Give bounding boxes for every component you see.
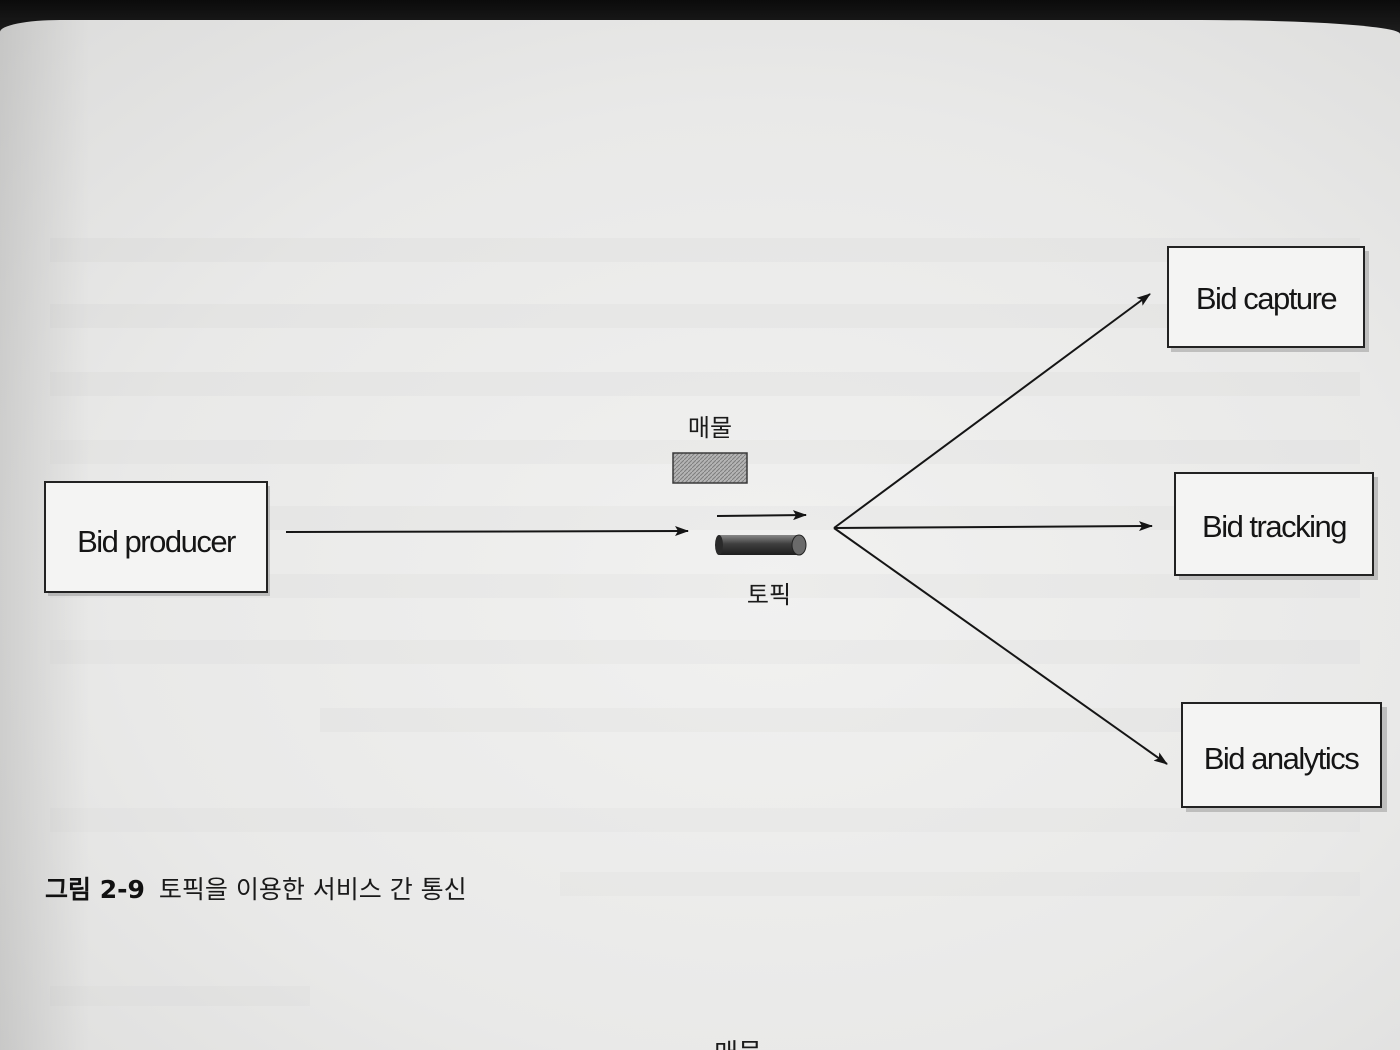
caption-number: 그림 2-9 xyxy=(45,875,145,904)
consumer-box-tracking: Bid tracking xyxy=(1174,472,1378,580)
producer-label: Bid producer xyxy=(77,524,236,559)
topic-cylinder xyxy=(715,534,807,556)
topic-to-capture-arrow xyxy=(833,293,1151,529)
topic-flow-arrow xyxy=(716,510,807,521)
figure-caption: 그림 2-9 토픽을 이용한 서비스 간 통신 xyxy=(45,875,467,904)
consumer-label-capture: Bid capture xyxy=(1196,281,1337,316)
producer-box: Bid producer xyxy=(44,481,270,596)
consumer-label-analytics: Bid analytics xyxy=(1204,741,1360,776)
svg-text:그림 2-9 토픽을 이용한 서비스 간 통: 그림 2-9 토픽을 이용한 서비스 간 통신 xyxy=(45,875,467,904)
topic-to-tracking-arrow xyxy=(833,521,1153,532)
message-label: 매물 xyxy=(688,414,732,442)
topic-to-analytics-arrow xyxy=(833,527,1168,765)
consumer-box-capture: Bid capture xyxy=(1167,246,1369,352)
consumer-label-tracking: Bid tracking xyxy=(1202,509,1346,544)
caption-text: 토픽을 이용한 서비스 간 통신 xyxy=(159,875,467,904)
producer-to-topic-arrow xyxy=(285,526,689,537)
message-block xyxy=(672,452,748,484)
partial-bottom-label: 매물 xyxy=(714,1039,762,1050)
consumer-box-analytics: Bid analytics xyxy=(1181,702,1387,812)
topic-label: 토픽 xyxy=(747,581,791,609)
